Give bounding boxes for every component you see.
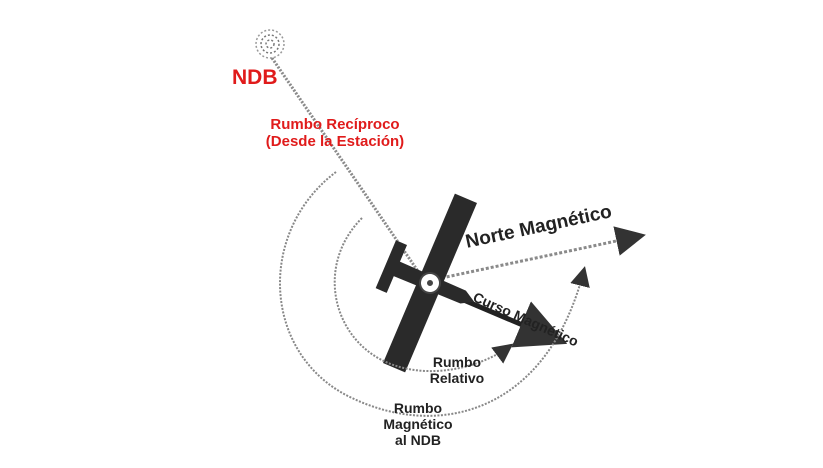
relative-bearing-line1: Rumbo bbox=[432, 354, 482, 370]
magnetic-bearing-arc bbox=[279, 171, 590, 417]
relative-bearing-label: Rumbo Relativo bbox=[412, 354, 502, 386]
magnetic-bearing-ndb-label: Rumbo Magnético al NDB bbox=[368, 400, 468, 448]
magnetic-bearing-ndb-line3: al NDB bbox=[395, 432, 441, 449]
magnetic-north-arrow bbox=[431, 226, 646, 282]
reciprocal-bearing-line2: (Desde la Estación) bbox=[265, 133, 405, 151]
relative-bearing-line2: Relativo bbox=[429, 370, 485, 387]
relative-bearing-arc bbox=[333, 217, 514, 373]
ndb-station-icon bbox=[255, 29, 285, 59]
magnetic-bearing-ndb-line2: Magnético bbox=[383, 416, 453, 433]
magnetic-bearing-ndb-line1: Rumbo bbox=[393, 400, 443, 416]
ndb-label: NDB bbox=[232, 66, 278, 89]
reciprocal-bearing-line1: Rumbo Recíproco bbox=[270, 116, 400, 133]
reciprocal-bearing-label: Rumbo Recíproco (Desde la Estación) bbox=[250, 116, 420, 151]
airplane-icon bbox=[375, 193, 477, 373]
